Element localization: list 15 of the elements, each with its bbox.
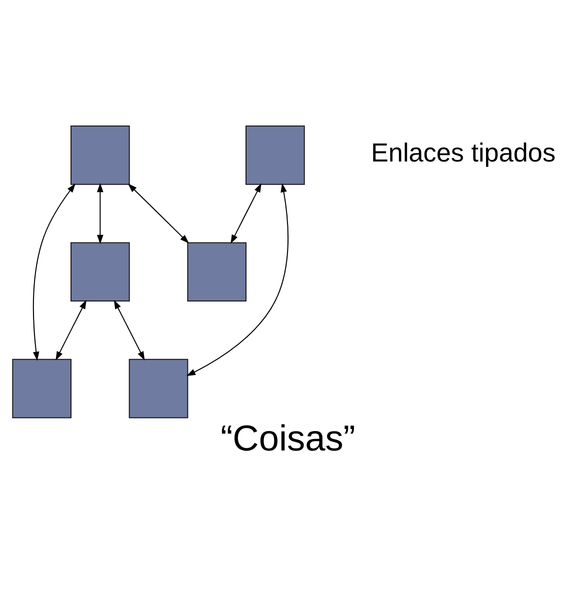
- arrow: [56, 300, 86, 360]
- node-box: [70, 126, 130, 185]
- arrow: [114, 300, 145, 360]
- label: Enlaces tipados: [370, 138, 556, 168]
- node-box: [187, 242, 247, 302]
- node-box: [12, 358, 72, 418]
- arrow: [230, 183, 262, 244]
- node-box: [128, 358, 188, 418]
- arrow: [97, 183, 104, 244]
- arrow: [32, 184, 76, 361]
- node-box: [246, 126, 305, 185]
- arrow: [186, 183, 289, 376]
- caption: “Coisas”: [220, 418, 356, 459]
- arrow: [128, 183, 189, 244]
- node-box: [70, 242, 130, 302]
